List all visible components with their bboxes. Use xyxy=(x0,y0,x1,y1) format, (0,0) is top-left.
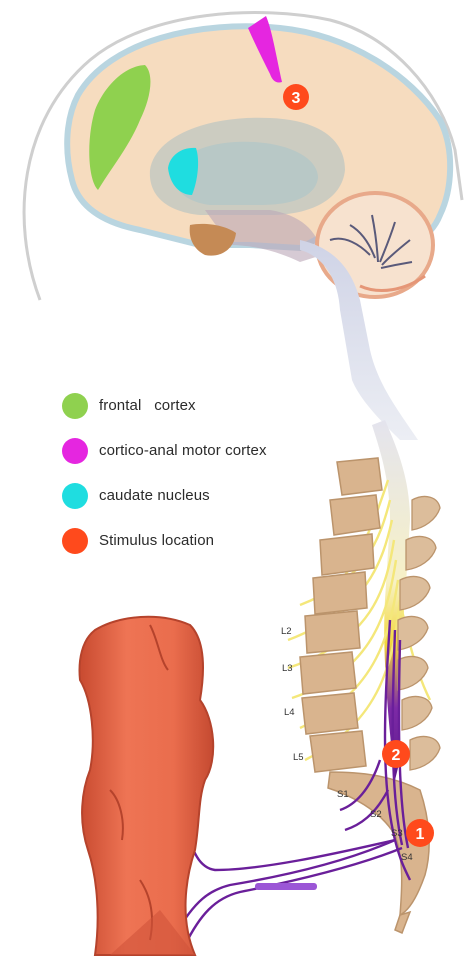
svg-text:2: 2 xyxy=(392,747,401,764)
legend-label: cortico-anal motor cortex xyxy=(99,442,267,459)
legend-label: Stimulus location xyxy=(99,532,214,549)
svg-text:3: 3 xyxy=(292,90,301,107)
stimulus-marker-2: 2 xyxy=(382,740,410,768)
green-dot-icon xyxy=(62,393,88,419)
svg-text:1: 1 xyxy=(416,826,425,843)
magenta-dot-icon xyxy=(62,438,88,464)
vertebra-label-l4: L4 xyxy=(284,707,295,718)
vertebra-label-l5: L5 xyxy=(293,752,304,763)
nerve-segment-highlight xyxy=(255,883,317,890)
legend-label: frontal cortex xyxy=(99,397,196,414)
vertebra-label-l2: L2 xyxy=(281,626,292,637)
rectum xyxy=(80,617,214,955)
legend-label: caudate nucleus xyxy=(99,487,210,504)
legend-item-motor-cortex: cortico-anal motor cortex xyxy=(62,439,362,462)
vertebra-label-l3: L3 xyxy=(282,663,293,674)
cyan-dot-icon xyxy=(62,483,88,509)
vertebra-label-s1: S1 xyxy=(337,789,349,800)
legend-item-stimulus-location: Stimulus location xyxy=(62,529,362,552)
legend-item-frontal-cortex: frontal cortex xyxy=(62,394,362,417)
vertebra-label-s2: S2 xyxy=(370,809,382,820)
legend: frontal cortex cortico-anal motor cortex… xyxy=(62,394,362,574)
stimulus-marker-3: 3 xyxy=(283,84,309,110)
stimulus-marker-1: 1 xyxy=(406,819,434,847)
vertebra-label-s3: S3 xyxy=(391,828,403,839)
vertebra-label-s4: S4 xyxy=(401,852,413,863)
legend-item-caudate-nucleus: caudate nucleus xyxy=(62,484,362,507)
orange-red-dot-icon xyxy=(62,528,88,554)
